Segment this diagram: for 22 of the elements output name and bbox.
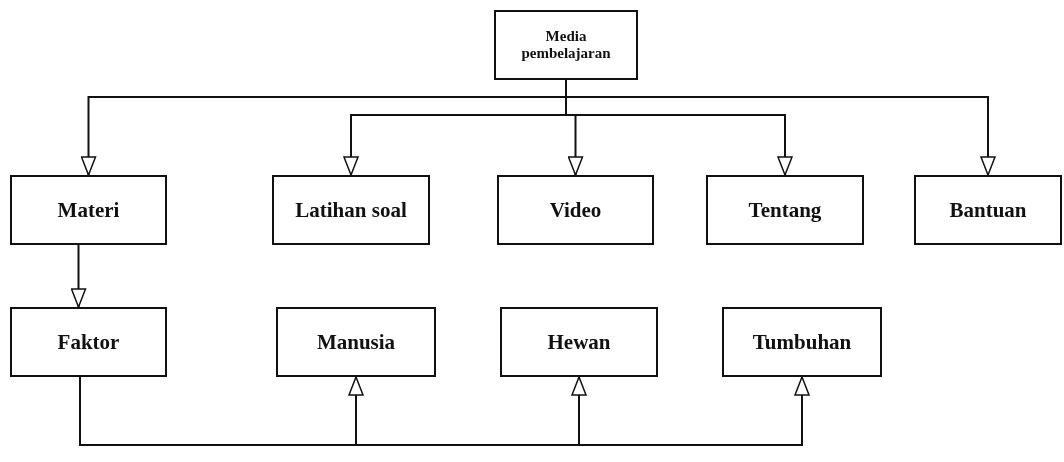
process-box	[722, 307, 882, 377]
node-label: Hewan	[547, 329, 611, 355]
node-label: Latihan soal	[295, 197, 407, 223]
arrow	[79, 376, 810, 446]
node-label: Manusia	[316, 329, 396, 355]
node-label: Tentang	[748, 197, 822, 223]
arrow	[70, 244, 87, 308]
process-box	[276, 307, 436, 377]
process-box	[500, 307, 658, 377]
node-label: Faktor	[57, 329, 120, 355]
process-box	[10, 175, 167, 245]
node-label: Tumbuhan	[752, 329, 852, 355]
process-box	[497, 175, 654, 245]
node-label: Materi	[57, 197, 120, 223]
process-box	[494, 10, 638, 80]
node-label: Bantuan	[949, 197, 1027, 223]
node-label: Video	[549, 197, 602, 223]
process-box	[272, 175, 430, 245]
process-box	[914, 175, 1062, 245]
node-label: Media pembelajaran	[520, 27, 612, 63]
process-box	[706, 175, 864, 245]
process-box	[10, 307, 167, 377]
